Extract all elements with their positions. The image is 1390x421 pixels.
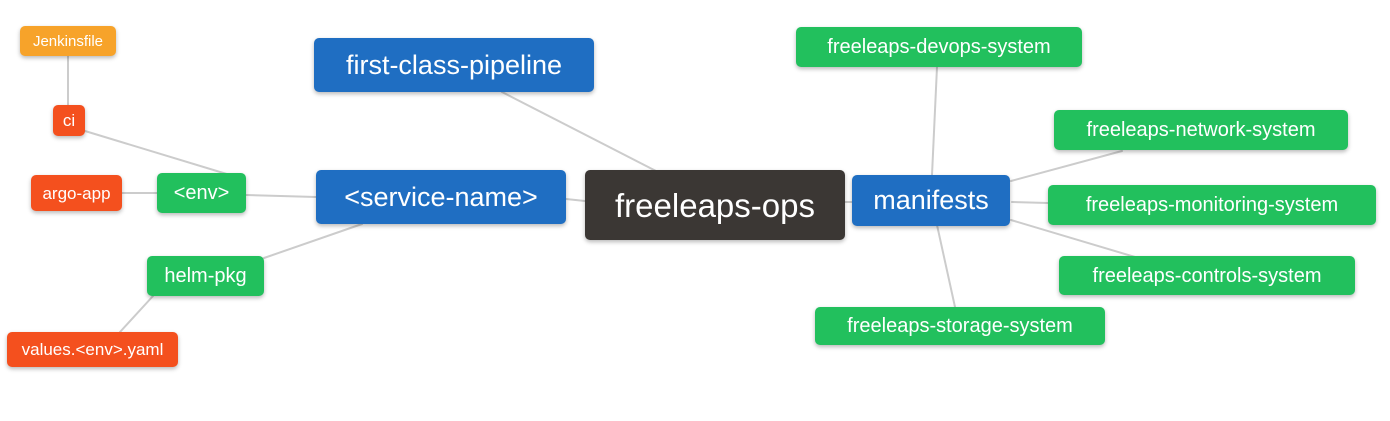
- node-freeleaps-storage-system[interactable]: freeleaps-storage-system: [815, 307, 1105, 345]
- edge-helm-pkg-values: [119, 295, 154, 333]
- node-service-name[interactable]: <service-name>: [316, 170, 566, 224]
- node-argo-app[interactable]: argo-app: [31, 175, 122, 211]
- node-first-class-pipeline[interactable]: first-class-pipeline: [314, 38, 594, 92]
- node-ci[interactable]: ci: [53, 105, 85, 136]
- edge-service-name-helm-pkg: [263, 223, 363, 259]
- edge-pipeline-ops: [501, 91, 657, 172]
- node-freeleaps-ops[interactable]: freeleaps-ops: [585, 170, 845, 240]
- edge-service-name-ops: [565, 198, 586, 202]
- node-values-env-yaml[interactable]: values.<env>.yaml: [7, 332, 178, 367]
- edge-env-service-name: [245, 194, 317, 198]
- node-helm-pkg[interactable]: helm-pkg: [147, 256, 264, 296]
- node-env[interactable]: <env>: [157, 173, 246, 213]
- node-jenkinsfile[interactable]: Jenkinsfile: [20, 26, 116, 56]
- node-freeleaps-devops-system[interactable]: freeleaps-devops-system: [796, 27, 1082, 67]
- node-freeleaps-network-system[interactable]: freeleaps-network-system: [1054, 110, 1348, 150]
- edge-ci-env: [84, 130, 231, 176]
- node-freeleaps-monitoring-system[interactable]: freeleaps-monitoring-system: [1048, 185, 1376, 225]
- edge-manifests-devops: [931, 66, 938, 176]
- node-manifests[interactable]: manifests: [852, 175, 1010, 226]
- edge-manifests-controls: [1010, 219, 1136, 258]
- node-freeleaps-controls-system[interactable]: freeleaps-controls-system: [1059, 256, 1355, 295]
- edge-manifests-monitoring: [1011, 201, 1049, 204]
- edge-manifests-network: [1010, 150, 1123, 182]
- edge-manifests-storage: [936, 224, 956, 308]
